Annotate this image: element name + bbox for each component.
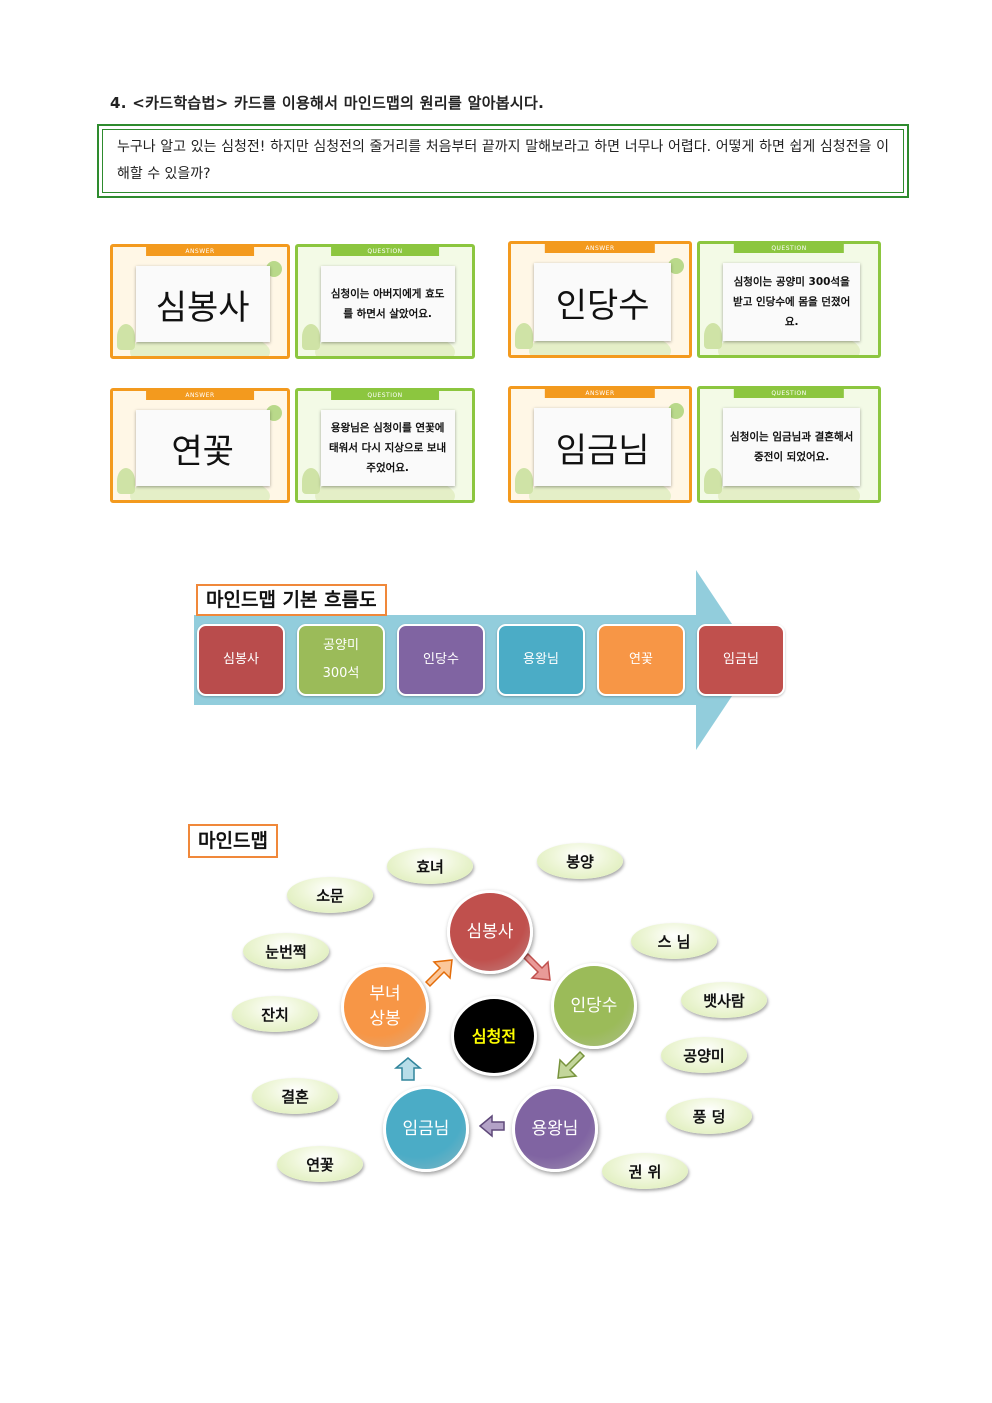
card-tag: ANSWER <box>146 247 254 256</box>
mindmap-node-imgeumnim: 임금님 <box>383 1086 469 1172</box>
tree-icon <box>117 468 135 494</box>
answer-card-text: 심봉사 <box>135 266 270 342</box>
keyword-gongyangmi: 공양미 <box>661 1037 747 1073</box>
tree-icon <box>515 323 533 349</box>
tree-icon <box>117 324 135 350</box>
keyword-nunbeonjjeok: 눈번쩍 <box>243 933 329 969</box>
question-card-text: 심청이는 공양미 300석을 받고 인당수에 몸을 던졌어요. <box>723 263 861 341</box>
arrow-icon <box>424 959 453 988</box>
card-tag: ANSWER <box>146 391 254 400</box>
mindmap-node-indangsu: 인당수 <box>551 963 637 1049</box>
tree-icon <box>302 324 320 350</box>
question-card-2: QUESTION 심청이는 공양미 300석을 받고 인당수에 몸을 던졌어요. <box>697 241 881 358</box>
answer-card-text: 임금님 <box>534 408 672 486</box>
arrow-icon <box>478 1114 505 1138</box>
mindmap-node-simbongsa: 심봉사 <box>447 890 533 974</box>
card-tag: ANSWER <box>544 244 656 253</box>
flow-item-yeonkkot: 연꽃 <box>597 624 685 696</box>
card-tag: QUESTION <box>733 244 845 253</box>
answer-card-text: 연꽃 <box>135 410 270 486</box>
arrow-icon <box>393 1057 423 1081</box>
question-card-text: 심청이는 아버지에게 효도를 하면서 살았어요. <box>320 266 455 342</box>
keyword-baetsaram: 뱃사람 <box>681 982 767 1018</box>
keyword-bongyang: 봉양 <box>537 843 623 879</box>
flow-item-simbongsa: 심봉사 <box>197 624 285 696</box>
tree-icon <box>266 405 282 421</box>
answer-card-text: 인당수 <box>534 263 672 341</box>
mindmap-node-yongwangnim: 용왕님 <box>512 1086 598 1172</box>
intro-box: 누구나 알고 있는 심청전! 하지만 심청전의 줄거리를 처음부터 끝까지 말해… <box>97 124 909 198</box>
question-card-text: 심청이는 임금님과 결혼해서 중전이 되었어요. <box>723 408 861 486</box>
keyword-somun: 소문 <box>287 877 373 913</box>
mindmap-center-label: 심청전 <box>471 1026 517 1046</box>
tree-icon <box>266 261 282 277</box>
flow-items: 심봉사 공양미 300석 인당수 용왕님 연꽃 임금님 <box>197 624 785 696</box>
flow-item-yongwangnim: 용왕님 <box>497 624 585 696</box>
card-tag: ANSWER <box>544 389 656 398</box>
keyword-hyonyeo: 효녀 <box>387 848 473 884</box>
answer-card-1: ANSWER 심봉사 <box>110 244 290 359</box>
question-card-4: QUESTION 심청이는 임금님과 결혼해서 중전이 되었어요. <box>697 386 881 503</box>
keyword-yeonkkot: 연꽃 <box>277 1146 363 1182</box>
flow-item-indangsu: 인당수 <box>397 624 485 696</box>
arrow-icon <box>522 952 551 981</box>
answer-card-3: ANSWER 연꽃 <box>110 388 290 503</box>
card-tag: QUESTION <box>733 389 845 398</box>
question-card-3: QUESTION 용왕님은 심청이를 연꽃에 태워서 다시 지상으로 보내주었어… <box>295 388 475 503</box>
keyword-gwonwi: 권 위 <box>602 1153 688 1189</box>
tree-icon <box>302 468 320 494</box>
intro-inner-border <box>102 129 904 193</box>
card-tag: QUESTION <box>331 247 439 256</box>
card-tag: QUESTION <box>331 391 439 400</box>
flow-item-imgeumnim: 임금님 <box>697 624 785 696</box>
flow-item-gongyangmi: 공양미 300석 <box>297 624 385 696</box>
answer-card-2: ANSWER 인당수 <box>508 241 692 358</box>
keyword-pungdeong: 풍 덩 <box>666 1098 752 1134</box>
intro-text: 누구나 알고 있는 심청전! 하지만 심청전의 줄거리를 처음부터 끝까지 말해… <box>117 139 889 182</box>
tree-icon <box>704 468 722 494</box>
question-card-text: 용왕님은 심청이를 연꽃에 태워서 다시 지상으로 보내주었어요. <box>320 410 455 486</box>
mindmap-center-node: 심청전 <box>451 996 537 1076</box>
mindmap-title: 마인드맵 <box>188 824 278 858</box>
keyword-seunim: 스 님 <box>631 923 717 959</box>
answer-card-4: ANSWER 임금님 <box>508 386 692 503</box>
section-heading: 4. <카드학습법> 카드를 이용해서 마인드맵의 원리를 알아봅시다. <box>110 94 545 112</box>
question-card-1: QUESTION 심청이는 아버지에게 효도를 하면서 살았어요. <box>295 244 475 359</box>
tree-icon <box>668 258 684 274</box>
flow-title: 마인드맵 기본 흐름도 <box>196 584 387 616</box>
mindmap-node-bunyeosangbong: 부녀 상봉 <box>341 964 429 1050</box>
arrow-icon <box>557 1050 586 1079</box>
keyword-janchi: 잔치 <box>232 996 318 1032</box>
keyword-gyeolhon: 결혼 <box>252 1078 338 1114</box>
mindmap-arrows <box>393 952 586 1138</box>
tree-icon <box>515 468 533 494</box>
tree-icon <box>668 403 684 419</box>
tree-icon <box>704 323 722 349</box>
